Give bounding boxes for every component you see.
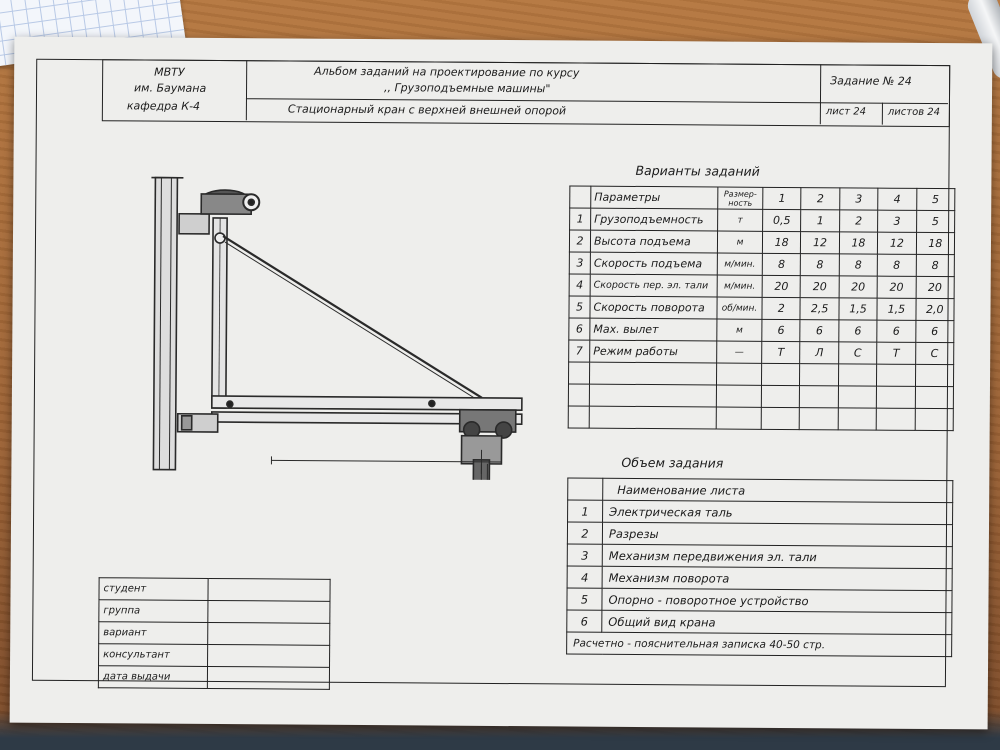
scope-title: Объем задания [621,454,724,471]
empty-row [568,383,954,409]
scope-header: Наименование листа [602,478,953,503]
org-name: МВТУ [154,65,185,79]
electric-hoist [458,408,517,481]
wall-column [152,176,179,471]
sheet-number: лист 24 [825,106,867,118]
header-unit: Размер-ность [717,187,763,210]
empty-row [568,361,954,387]
sheet-subtitle: Стационарный кран с верхней внешней опор… [287,102,567,118]
crane-drawing [151,176,523,481]
group-row: группа [98,599,330,624]
variant-row: вариант [98,621,330,646]
course-name: ,, Грузоподъемные машины" [384,81,551,96]
assignment-sheet: МВТУ им. Баумана кафедра К-4 Альбом зада… [9,36,993,730]
org-department: кафедра К-4 [126,99,201,113]
student-row: студент [98,577,331,602]
variants-title: Варианты заданий [635,162,760,179]
top-bracket [178,212,210,235]
org-university: им. Баумана [134,81,207,95]
student-info-block: студент группа вариант консультант дата … [98,577,331,690]
empty-row [568,405,954,431]
task-number: Задание № 24 [830,74,912,88]
header-params: Параметры [590,186,718,210]
issue-date-row: дата выдачи [98,665,330,690]
album-title: Альбом заданий на проектирование по курс… [314,64,580,80]
consultant-row: консультант [98,643,330,668]
explanatory-note: Расчетно - пояснительная записка 40-50 с… [566,631,952,657]
tie-rod [222,235,483,399]
variants-header-row: Параметры Размер-ность 1 2 3 4 5 [569,185,955,211]
sheet-count: листов 24 [887,106,941,119]
